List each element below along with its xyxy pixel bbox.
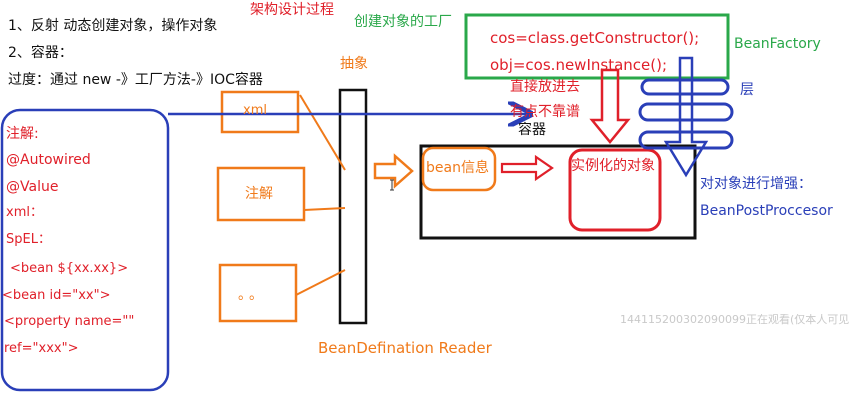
list-item: SpEL： xyxy=(6,232,51,247)
annotation-panel xyxy=(0,108,170,392)
list-item: ref="xxx"> xyxy=(4,341,79,356)
reader-bar xyxy=(338,88,368,325)
other-source-label: 。。 xyxy=(238,287,267,303)
enhance-down-arrow xyxy=(663,56,709,178)
annotation-to-reader-line xyxy=(303,207,346,211)
list-item: @Value xyxy=(6,179,59,195)
cursor-icon xyxy=(390,179,394,191)
factory-label: 创建对象的工厂 xyxy=(354,14,452,30)
code-line-1: cos=class.getConstructor(); xyxy=(490,29,700,47)
list-item: 注解: xyxy=(6,126,39,142)
annotation-source-label: 注解 xyxy=(245,186,273,202)
layer-ring-2 xyxy=(638,102,734,122)
reader-label: BeanDefination Reader xyxy=(318,339,492,357)
post-processor-label: BeanPostProccesor xyxy=(700,203,833,219)
xml-to-reader-line xyxy=(299,94,346,171)
other-to-reader-line xyxy=(295,269,346,296)
other-source-box xyxy=(218,263,298,323)
layer-ring-1 xyxy=(640,78,730,96)
watermark-text: 144115200302090099正在观看(仅本人可见 xyxy=(620,314,850,326)
list-item: <bean ${xx.xx}> xyxy=(10,261,129,276)
note-line-2: 2、容器： xyxy=(8,45,73,61)
list-item: <property name="" xyxy=(4,314,135,329)
instantiated-label: 实例化的对象 xyxy=(571,158,655,174)
container-label: 容器 xyxy=(518,122,546,138)
direct-put-label: 直接放进去 xyxy=(510,79,580,95)
bean-info-label: bean信息 xyxy=(426,160,489,176)
abstract-label: 抽象 xyxy=(340,56,368,72)
unreliable-label: 有点不靠谱 xyxy=(510,104,580,120)
layer-ring-3 xyxy=(638,130,734,150)
reader-to-bean-info-arrow xyxy=(373,153,414,189)
xml-source-box xyxy=(220,90,300,134)
note-line-3: 过度：通过 new -》工厂方法-》IOC容器 xyxy=(8,72,263,88)
bean-info-box xyxy=(421,146,497,192)
layer-label: 层 xyxy=(740,82,754,98)
xml-source-label: xml xyxy=(243,103,267,118)
beanfactory-caption: BeanFactory xyxy=(734,36,821,52)
code-line-2: obj=cos.newInstance(); xyxy=(490,56,668,74)
container-box xyxy=(419,144,697,240)
list-item: xml： xyxy=(6,205,43,220)
architecture-title: 架构设计过程 xyxy=(250,2,334,18)
enhance-label: 对对象进行增强： xyxy=(700,176,812,192)
beanfactory-box xyxy=(464,13,730,80)
note-line-1: 1、反射 动态创建对象，操作对象 xyxy=(8,18,218,34)
bean-info-to-instance-arrow xyxy=(500,154,554,182)
list-item: @Autowired xyxy=(6,152,91,168)
list-item: <bean id="xx"> xyxy=(2,288,111,303)
factory-to-instance-arrow xyxy=(589,68,631,144)
annotation-source-box xyxy=(216,166,306,222)
instantiated-object-box xyxy=(568,148,662,232)
